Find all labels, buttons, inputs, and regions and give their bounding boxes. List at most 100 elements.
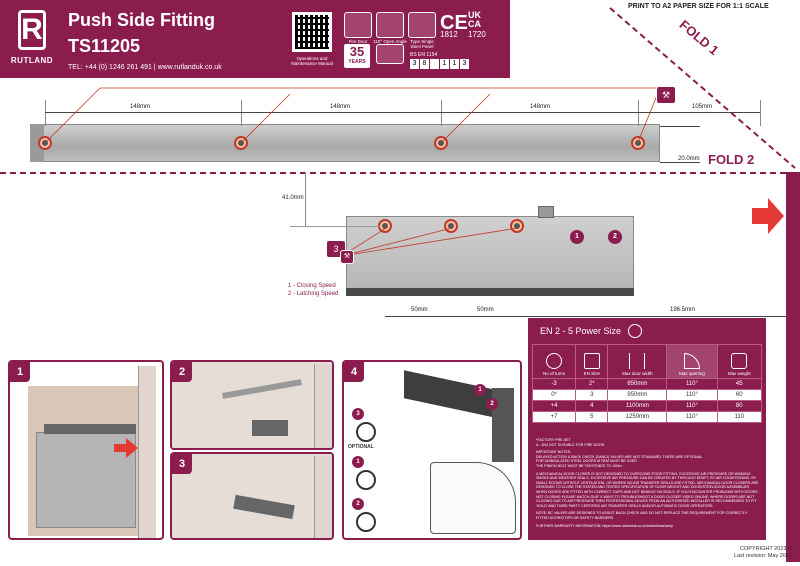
header-text: EN Size (583, 371, 600, 376)
spec-cell: 2* (575, 378, 609, 390)
warranty-badge: 35 YEARS (344, 44, 370, 68)
angle-icon (376, 12, 404, 38)
dim-line (45, 112, 241, 113)
adjust-icon (356, 422, 376, 442)
legend-latching: 2 - Latching Speed (288, 291, 339, 297)
step-panel-2: 2 2 (170, 360, 334, 450)
dim-line (451, 316, 517, 317)
copyright-text: COPYRIGHT 2023 © (740, 546, 792, 552)
closer-end (492, 388, 514, 462)
hole-dim: 50mm (477, 307, 494, 313)
drill-icon: ⚒ (340, 250, 354, 264)
turns-icon (546, 353, 563, 369)
dim-line (660, 126, 700, 127)
power-size-icon (628, 324, 642, 338)
latching-speed-valve[interactable]: 2 (608, 230, 622, 244)
slide-rail (30, 124, 660, 162)
model-number: TS11205 (68, 36, 141, 56)
rail-dim: 148mm (530, 104, 551, 110)
door-swing-illustration (430, 462, 516, 534)
rail-guide-lines (45, 87, 661, 143)
note-warranty-link[interactable]: FURTHER WARRANTY INFORMATION: https://ww… (536, 523, 673, 528)
spec-cell: 110 (716, 411, 762, 423)
spec-title: EN 2 - 5 Power Size (540, 326, 622, 336)
dim-line (660, 162, 700, 163)
spec-cell: 3 (575, 389, 609, 401)
print-note: PRINT TO A2 PAPER SIZE FOR 1:1 SCALE (628, 3, 769, 10)
spec-header: Max door width (607, 344, 668, 379)
note-important: IMPORTANT NOTES: DELAYED ACTION & BACK C… (536, 450, 704, 468)
spec-cell: 4 (575, 400, 609, 412)
closer-illustration (252, 420, 288, 436)
dim-line (517, 316, 786, 317)
spec-cell: 1250mm (607, 411, 668, 423)
arrow-right-icon (114, 438, 138, 458)
closer-guide-lines (341, 227, 519, 257)
spec-header: Max opening (666, 344, 718, 379)
dim-line (441, 112, 638, 113)
spec-cell: 110° (666, 411, 718, 423)
rail-dim: 105mm (692, 104, 713, 110)
rail-hole (633, 138, 643, 148)
logo-text: RUTLAND (10, 56, 54, 65)
spec-table: No of turns EN Size Max door width Max o… (531, 344, 762, 423)
spec-cell: 60 (716, 389, 762, 401)
right-dim: 196.5mm (670, 307, 696, 313)
header-banner: R RUTLAND Push Side Fitting TS11205 TEL:… (0, 0, 510, 78)
en-code-digit: 1 (450, 59, 459, 69)
rutland-logo: R RUTLAND (8, 6, 54, 70)
spec-cell: +7 (531, 411, 577, 423)
spec-cell: 1100mm (607, 400, 668, 412)
badge-years: 35 (349, 44, 365, 59)
door-type-icon (408, 12, 436, 38)
logo-r-icon: R (18, 10, 46, 50)
edge-bar (786, 172, 800, 562)
kg-icon (731, 353, 748, 369)
note-factory: *FACTORY PRE-SET A - 2NZ NOT SUITABLE FO… (536, 438, 605, 447)
header-text: Max opening (679, 371, 705, 376)
step-number: 3 (172, 454, 192, 474)
ukca-mark: UK CA (468, 10, 481, 29)
ukca-number: 1720 (468, 30, 486, 39)
header-text: Max door width (622, 371, 653, 376)
closer-hole (380, 221, 390, 231)
pinion-shaft (538, 206, 554, 218)
weight-icon (376, 44, 404, 64)
valve-label: 2 (486, 398, 498, 410)
valve-label: 1 (474, 384, 486, 396)
page-title: Push Side Fitting (68, 10, 215, 30)
dim-ext (241, 100, 242, 126)
en-code-digit: 8 (420, 59, 429, 69)
latching-speed-icon (356, 512, 376, 532)
step-panel-3: 3 (170, 452, 334, 540)
spec-cell: +4 (531, 400, 577, 412)
closing-speed-valve[interactable]: 1 (570, 230, 584, 244)
spec-cell: 850mm (607, 378, 668, 390)
note-mechanical: A MECHANICAL DOOR CLOSER IS NOT DESIGNED… (536, 471, 759, 508)
rail-hole (236, 138, 246, 148)
step-panel-1: 1 (8, 360, 164, 540)
spec-panel: EN 2 - 5 Power Size No of turns EN Size … (528, 318, 766, 540)
icon-caption: 110° Open Angle (373, 39, 407, 44)
spec-cell: 110° (666, 400, 718, 412)
en-code-digit: 1 (440, 59, 449, 69)
closing-speed-icon (356, 470, 376, 490)
en-code: 3 8 1 1 3 (410, 59, 469, 69)
note-bc-valves: NOTE: BC VALVES ARE DESIGNED TO ASSIST B… (536, 511, 748, 520)
icon-caption: Type Single Steel Panel (410, 39, 434, 49)
dim-ext (638, 100, 639, 126)
copyright: COPYRIGHT 2023 © Last revision: May 2023 (700, 546, 792, 560)
step-number: 1 (10, 362, 30, 382)
en-standard-label: BS EN 1154 (410, 52, 438, 58)
en-size-icon (583, 353, 600, 369)
dim-ext (45, 100, 46, 126)
dim-ext (441, 100, 442, 126)
step-badge: 3 (352, 408, 364, 420)
wall-illustration (172, 362, 332, 448)
door-width-icon (629, 353, 646, 369)
qr-code-icon[interactable] (292, 12, 332, 52)
optional-label: OPTIONAL (348, 444, 374, 450)
angle-icon (683, 353, 700, 369)
